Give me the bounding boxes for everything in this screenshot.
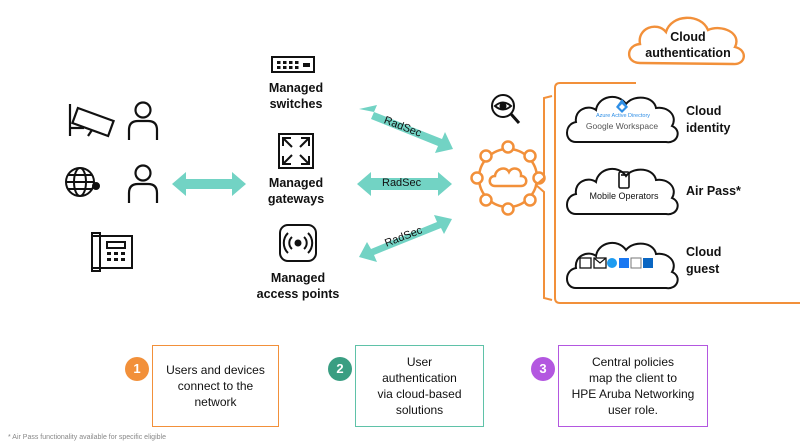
switch-icon (271, 56, 315, 73)
bidirectional-arrow-left (172, 172, 246, 196)
footnote: * Air Pass functionality available for s… (8, 434, 166, 441)
visibility-magnifier-icon (491, 94, 521, 124)
cctv-camera-icon (68, 104, 116, 138)
google-workspace-text: Google Workspace (585, 121, 659, 131)
air-pass-label: Air Pass* (686, 184, 741, 198)
cloud-auth-title-cloud (627, 16, 745, 66)
globe-icon (65, 167, 100, 197)
central-cloud-network-icon (470, 140, 546, 216)
step-1-badge: 1 (125, 357, 149, 381)
social-login-icons (579, 257, 653, 269)
gateway-icon (278, 133, 314, 169)
user-icon (127, 101, 159, 140)
azure-ad-logo-icon (616, 99, 628, 113)
desk-phone-icon (91, 232, 133, 272)
mobile-operators-text: Mobile Operators (589, 191, 659, 201)
radsec-label-middle: RadSec (382, 177, 422, 189)
mobile-phone-icon (618, 171, 630, 189)
user-icon-2 (127, 164, 159, 203)
step-2-badge: 2 (328, 357, 352, 381)
radsec-arrow-bottom (359, 215, 452, 262)
cloud-auth-title: Cloud authentication (645, 30, 731, 60)
bracket-connector (534, 95, 553, 301)
cloud-auth-panel (554, 82, 800, 304)
access-point-icon (279, 224, 317, 262)
radsec-arrow-top (359, 105, 453, 153)
azure-ad-text: Azure Active Directory (595, 113, 651, 119)
step-3-badge: 3 (531, 357, 555, 381)
radsec-arrow-middle (357, 172, 452, 196)
